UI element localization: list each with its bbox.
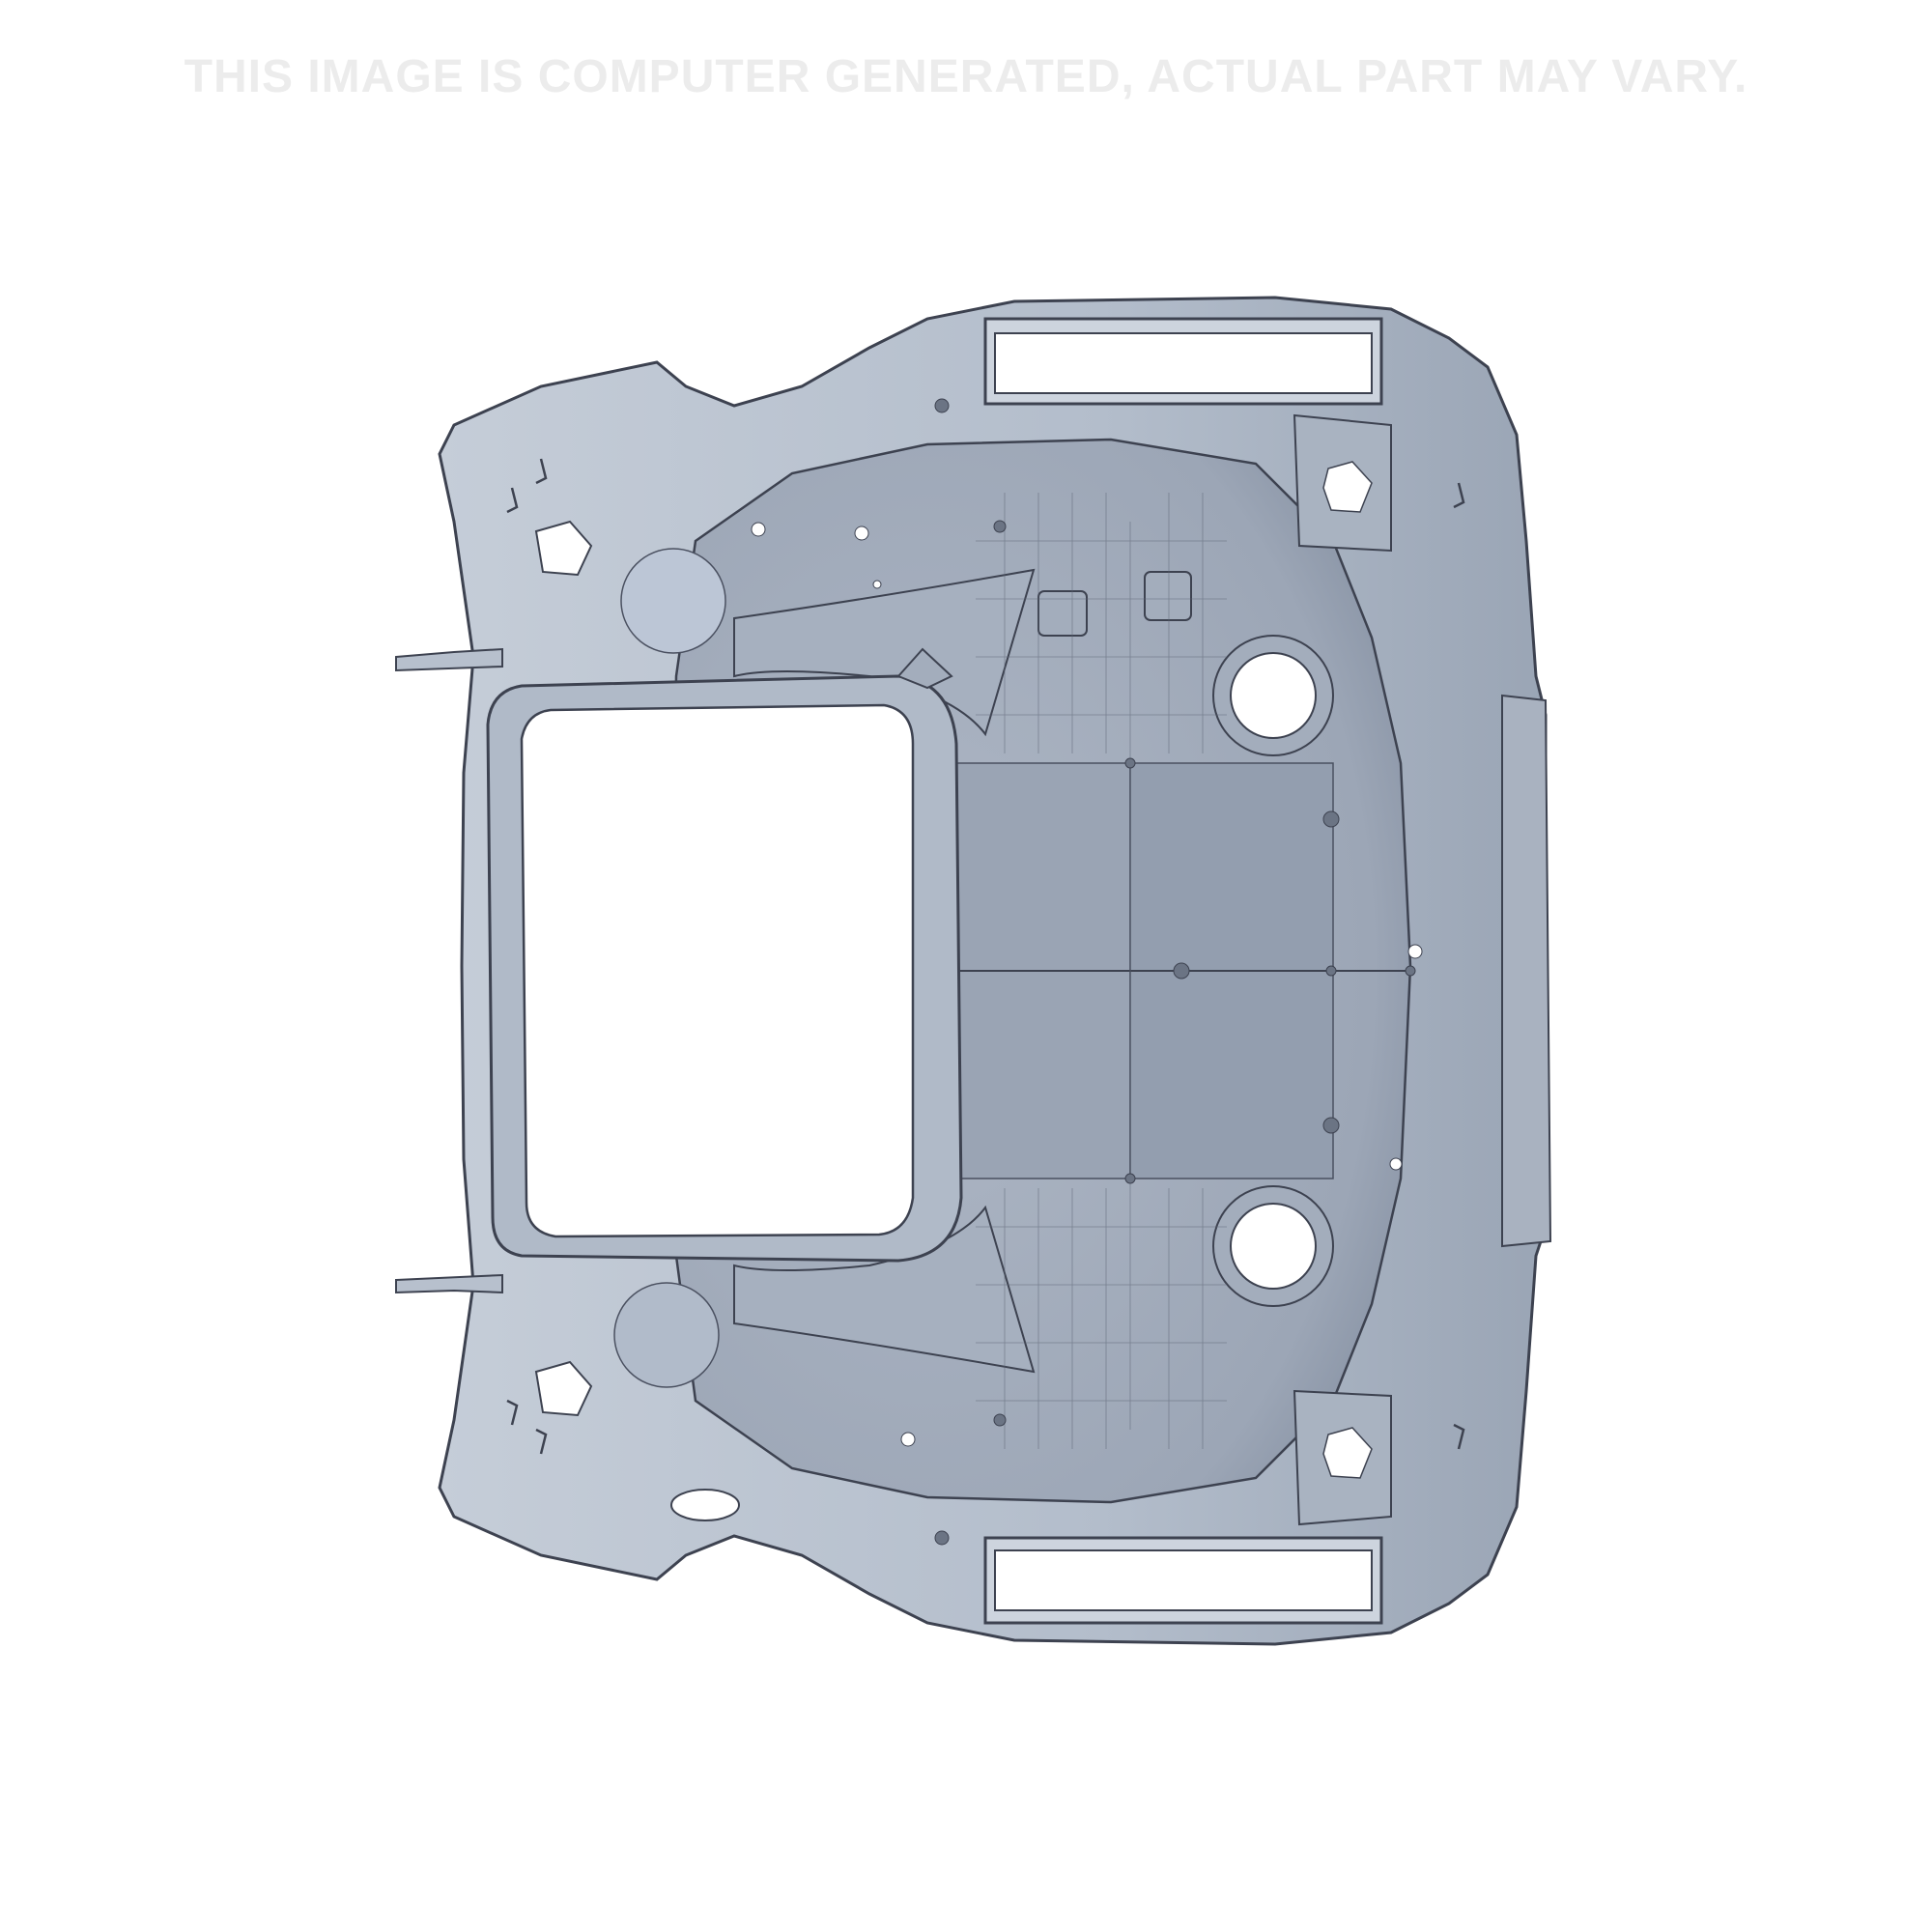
wing-lower [733, 1205, 1036, 1374]
wing-upper [733, 568, 1036, 737]
left-flange-top [395, 647, 503, 672]
pad-lower-left [613, 1282, 720, 1388]
boss-upper-left [534, 520, 593, 577]
oval-slot [670, 1489, 740, 1521]
hook-details [506, 458, 1465, 1455]
watermark-text: THIS IMAGE IS COMPUTER GENERATED, ACTUAL… [184, 51, 1748, 102]
center-panel-tr [1129, 762, 1334, 972]
right-rail [1501, 694, 1552, 1248]
center-panel-br [1129, 970, 1334, 1179]
boss-lower-left [534, 1360, 593, 1417]
window-opening [520, 703, 915, 1238]
small-holes [751, 522, 1423, 1447]
pad-upper-left [620, 548, 726, 654]
fastener-dots [934, 398, 1416, 1546]
surface-detail-lines [976, 493, 1227, 1449]
center-panel-bl [951, 970, 1131, 1179]
boss-triangle [896, 647, 953, 690]
boss-square-1 [1037, 590, 1088, 637]
center-panel-tl [951, 762, 1131, 972]
left-flange-bottom [395, 1273, 503, 1294]
boss-square-2 [1144, 571, 1192, 621]
